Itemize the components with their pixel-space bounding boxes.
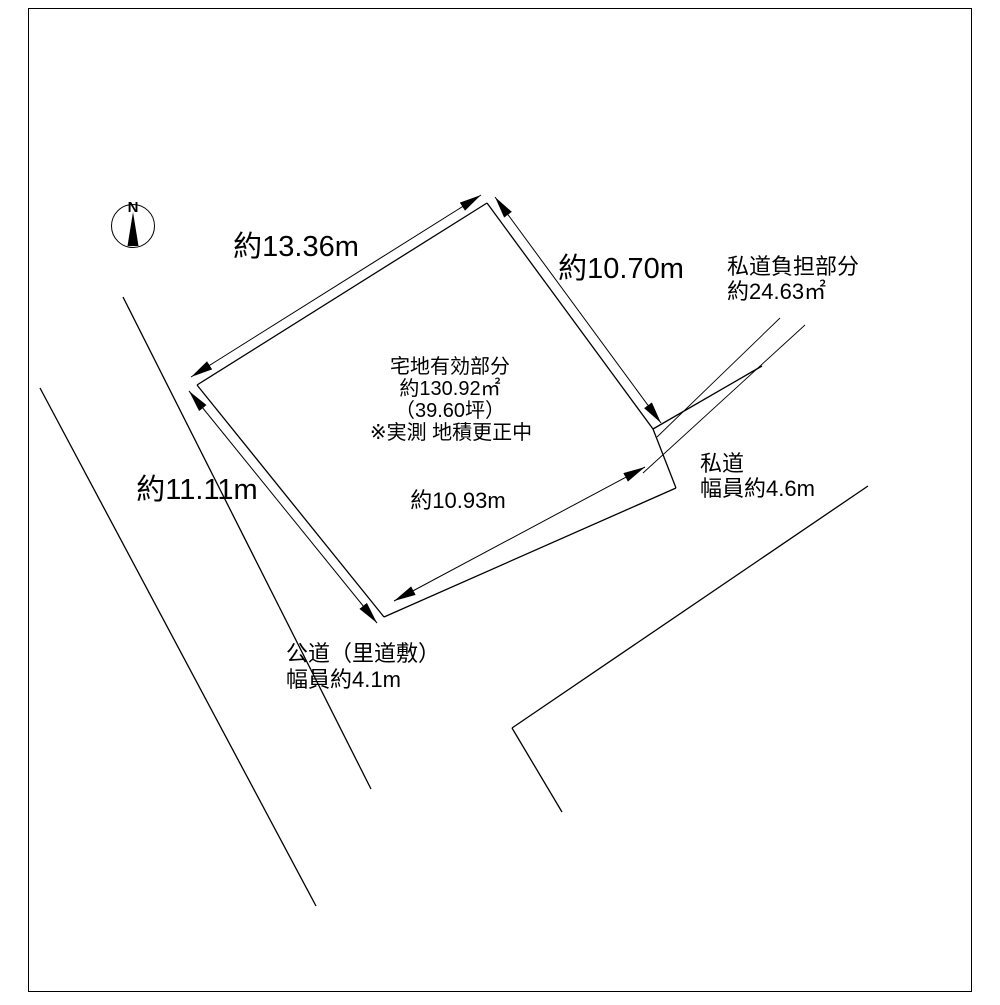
north-arrow-icon [127, 212, 139, 246]
dim-label-top-left: 約13.36m [233, 230, 359, 263]
private-road-width: 幅員約4.6m [700, 476, 815, 501]
dim-line-bottom-inner [393, 466, 646, 602]
public-road-line-inner [122, 296, 372, 790]
dim-label-top-right: 約10.70m [558, 252, 684, 285]
plot-title: 宅地有効部分 [390, 355, 510, 378]
private-road-line-lower [511, 485, 869, 729]
burden-leader-line-1 [656, 317, 781, 438]
plot-survey-note: ※実測 地積更正中 [370, 421, 532, 444]
public-road-title: 公道（里道敷） [286, 641, 440, 666]
dim-label-bottom-inner: 約10.93m [410, 488, 505, 513]
plot-edge-right-corner [652, 428, 677, 489]
dim-line-left [188, 390, 378, 624]
dim-label-left: 約11.11m [136, 473, 257, 506]
north-label: N [128, 199, 139, 216]
plot-area-tsubo: （39.60坪） [395, 399, 505, 422]
burden-area: 約24.63㎡ [727, 279, 826, 304]
plot-area: 約130.92㎡ [399, 376, 500, 400]
public-road-line-outer [39, 387, 317, 907]
diagram-border [28, 8, 972, 992]
burden-leader-line-2 [642, 324, 806, 474]
private-road-title: 私道 [700, 451, 744, 476]
dim-line-top-left [190, 194, 482, 378]
public-road-width: 幅員約4.1m [286, 667, 401, 692]
north-compass: N [111, 199, 155, 248]
plot-edge-top-right [486, 202, 654, 430]
burden-title: 私道負担部分 [727, 254, 859, 279]
private-road-line-upper [652, 365, 763, 430]
boundary-line-bottom-right [511, 727, 563, 813]
dim-line-top-right [494, 196, 662, 424]
